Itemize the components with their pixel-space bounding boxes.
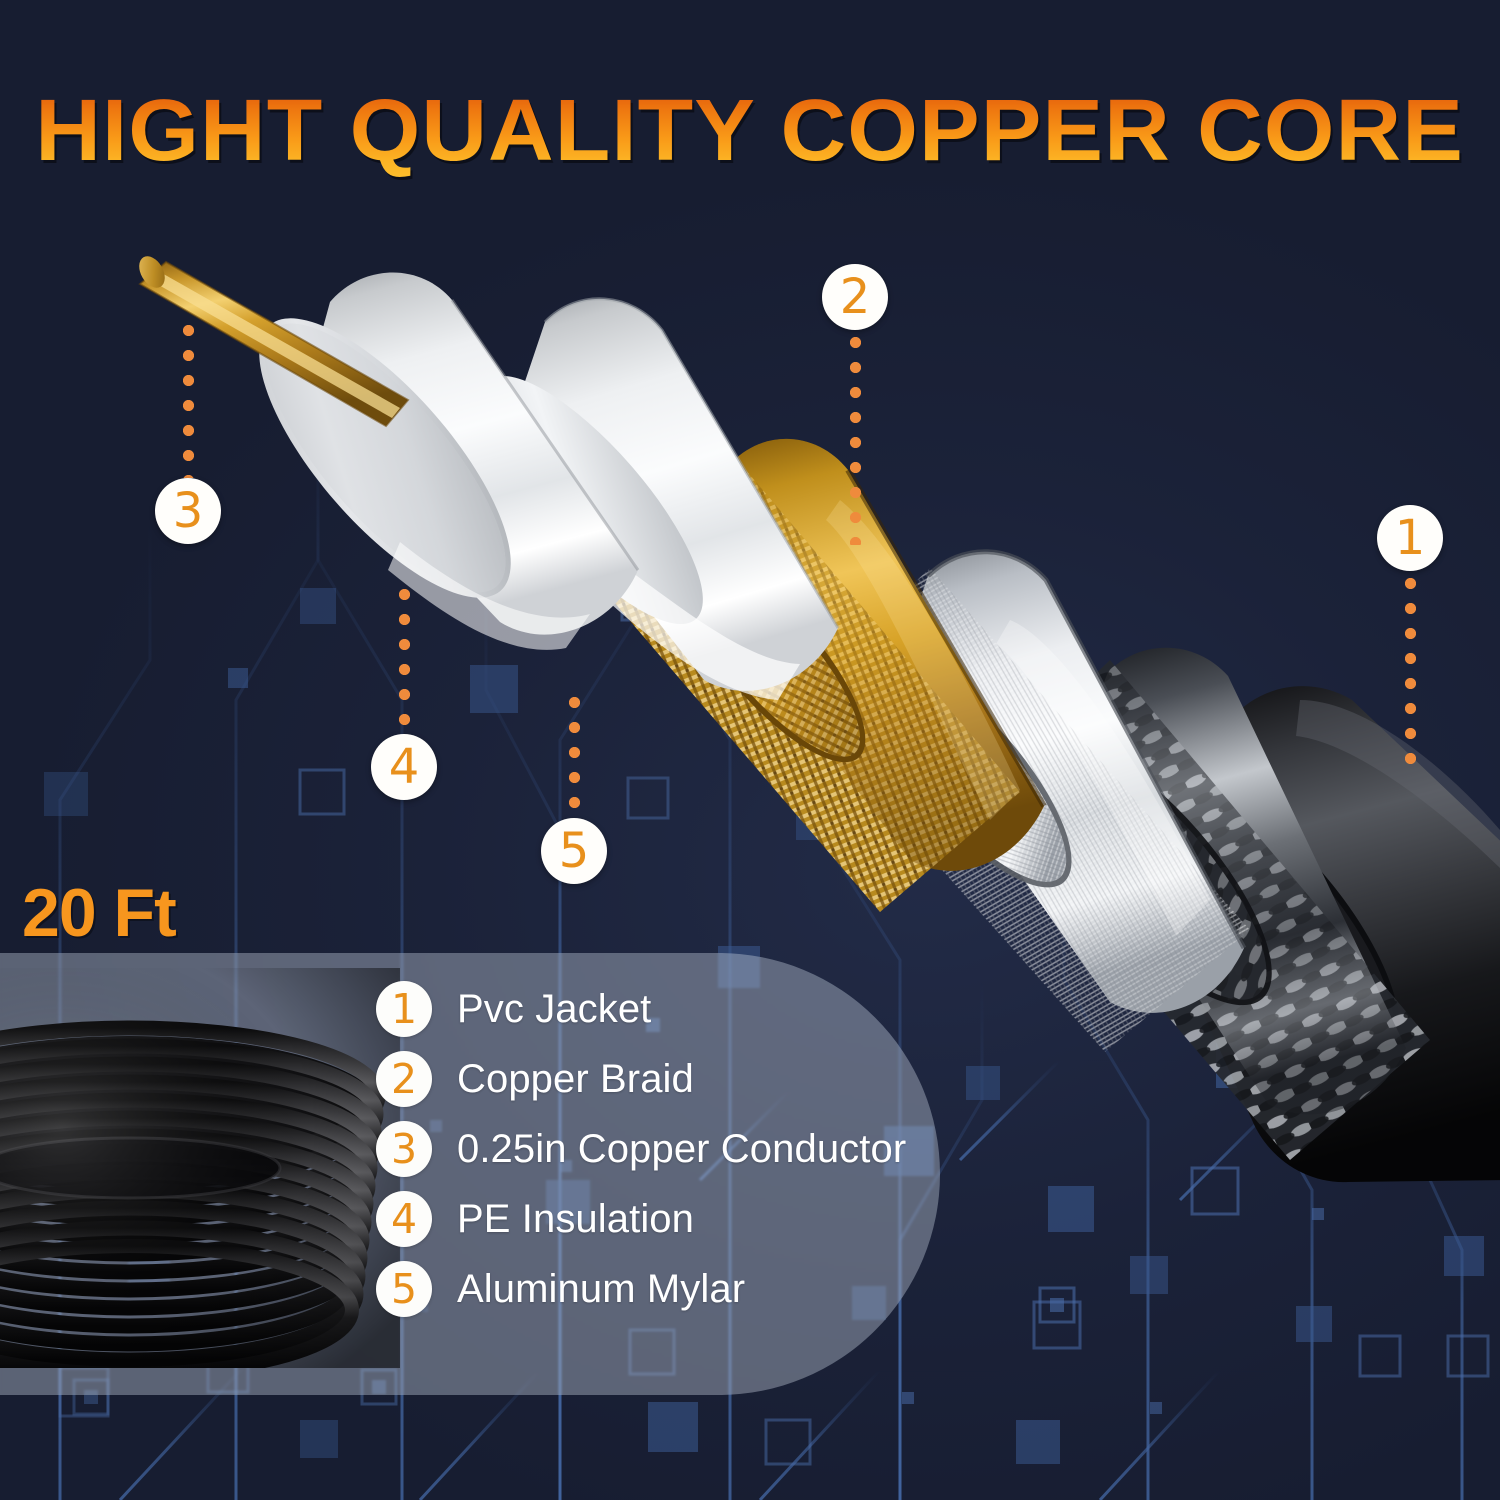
legend-1-label: Pvc Jacket [457,986,652,1031]
legend-1-number: 1 [376,981,432,1037]
callout-5-leader-line [568,690,580,818]
legend-5-label: Aluminum Mylar [457,1266,746,1311]
callout-2-leader-line [849,330,861,545]
callout-3-number: 3 [155,478,221,544]
layer-copper-conductor [138,256,410,428]
callout-5-number: 5 [541,818,607,884]
legend-2-label: Copper Braid [457,1056,694,1101]
length-badge: 20 Ft [22,875,177,951]
callout-3-leader-line [182,318,194,478]
legend-item-4[interactable]: 4 PE Insulation [376,1184,936,1254]
cable-coil-image [0,968,400,1368]
page-title: HIGHT QUALITY COPPER CORE [35,82,1465,180]
legend-item-1[interactable]: 1 Pvc Jacket [376,974,936,1044]
callout-4-leader-line [398,582,410,734]
callout-2-number: 2 [822,264,888,330]
callout-2-copper-braid[interactable]: 2 [822,264,888,545]
legend-3-label: 0.25in Copper Conductor [457,1126,907,1171]
layer-pe-insulation [259,272,840,700]
callout-1-pvc-jacket[interactable]: 1 [1377,505,1443,771]
legend-3-number: 3 [376,1121,432,1177]
callout-1-leader-line [1404,571,1416,771]
callout-4-number: 4 [371,734,437,800]
legend-2-number: 2 [376,1051,432,1107]
legend-4-label: PE Insulation [457,1196,695,1241]
legend-item-3[interactable]: 3 0.25in Copper Conductor [376,1114,936,1184]
callout-5-aluminum-mylar[interactable]: 5 [541,690,607,884]
callout-3-copper-conductor[interactable]: 3 [155,318,221,544]
legend-4-number: 4 [376,1191,432,1247]
legend-5-number: 5 [376,1261,432,1317]
legend-item-5[interactable]: 5 Aluminum Mylar [376,1254,936,1324]
callout-4-pe-insulation[interactable]: 4 [371,582,437,800]
callout-1-number: 1 [1377,505,1443,571]
page-title-area: HIGHT QUALITY COPPER CORE [0,28,1500,235]
legend-list: 1 Pvc Jacket 2 Copper Braid 3 0.25in Cop… [376,974,936,1324]
legend-item-2[interactable]: 2 Copper Braid [376,1044,936,1114]
